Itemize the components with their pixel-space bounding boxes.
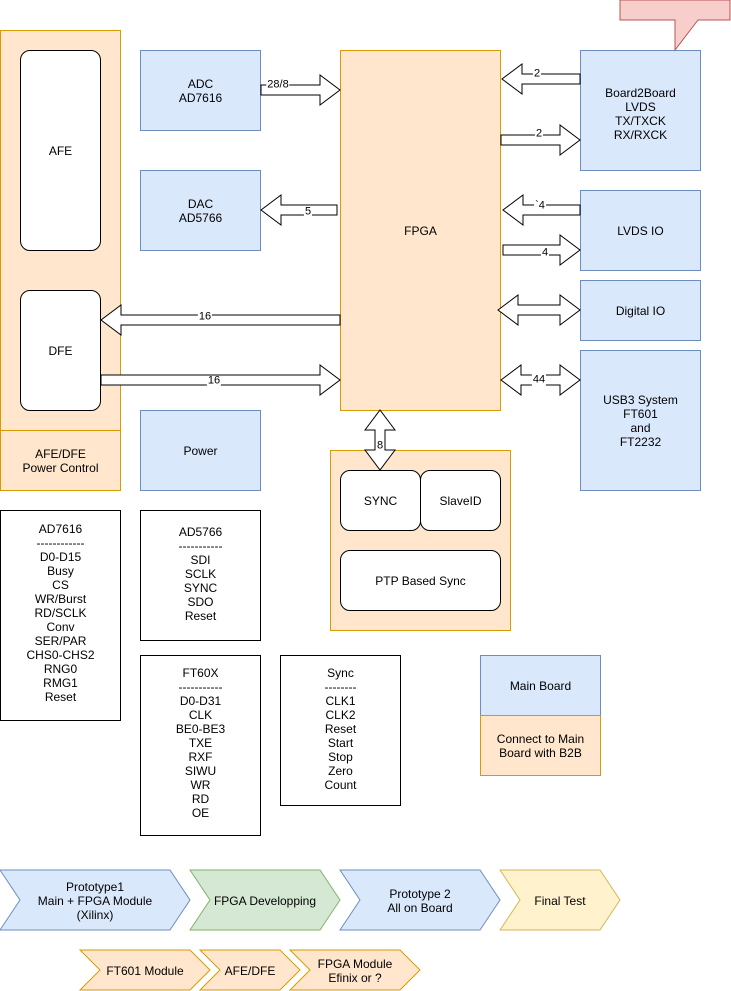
arrow-digital-io <box>497 294 581 326</box>
timeline-prototype2: Prototype 2 All on Board <box>387 886 453 915</box>
timeline-prototype1: Prototype1 Main + FPGA Module (Xilinx) <box>37 879 153 922</box>
adc-block: ADC AD7616 <box>140 50 261 131</box>
sync-block: SYNC <box>340 470 421 531</box>
callout-shape <box>619 0 731 52</box>
board2board-block: Board2Board LVDS TX/TXCK RX/RXCK <box>580 50 701 171</box>
arrow-label-lvds-in: `4 <box>534 199 546 212</box>
arrow-label-dfe-in: 16 <box>197 310 213 323</box>
sync-pin-list: Sync -------- CLK1 CLK2 Reset Start Stop… <box>280 655 401 806</box>
arrow-label-lvds-out: 4 <box>540 246 550 259</box>
arrow-label-dac: 5 <box>303 205 313 218</box>
arrow-label-b2b-in: 2 <box>532 67 542 80</box>
power-block: Power <box>140 410 261 491</box>
module-fpga: FPGA Module Efinix or ? <box>317 956 393 985</box>
usb3-block: USB3 System FT601 and FT2232 <box>580 350 701 491</box>
ad7616-pin-list: AD7616 ------------ D0-D15 Busy CS WR/Bu… <box>0 510 121 721</box>
ptp-sync-block: PTP Based Sync <box>340 550 501 611</box>
ad5766-pin-list: AD5766 ----------- SDI SCLK SYNC SDO Res… <box>140 510 261 641</box>
legend-main-board: Main Board <box>480 655 601 716</box>
dac-block: DAC AD5766 <box>140 170 261 251</box>
dfe-block: DFE <box>20 290 101 411</box>
afe-block: AFE <box>20 50 101 251</box>
timeline-final-test: Final Test <box>534 893 586 908</box>
arrow-fpga-to-dac <box>260 194 338 226</box>
timeline-fpga-developing: FPGA Developping <box>213 893 317 908</box>
arrow-label-dfe-out: 16 <box>206 374 222 387</box>
module-ft601: FT601 Module <box>106 963 184 978</box>
slaveid-block: SlaveID <box>420 470 501 531</box>
arrow-label-b2b-out: 2 <box>534 127 544 140</box>
arrow-fpga-to-dfe <box>100 304 341 336</box>
module-afe-dfe: AFE/DFE <box>224 963 276 978</box>
afe-power-control: AFE/DFE Power Control <box>0 430 121 491</box>
arrow-label-usb: 44 <box>531 373 547 386</box>
lvds-io-block: LVDS IO <box>580 190 701 271</box>
fpga-block: FPGA <box>340 50 501 411</box>
legend-connect-main-board: Connect to Main Board with B2B <box>480 715 601 776</box>
ft60x-pin-list: FT60X ----------- D0-D31 CLK BE0-BE3 TXE… <box>140 655 261 836</box>
arrow-label-adc: 28/8 <box>266 78 290 91</box>
digital-io-block: Digital IO <box>580 280 701 341</box>
arrow-label-sync: 8 <box>376 439 384 452</box>
